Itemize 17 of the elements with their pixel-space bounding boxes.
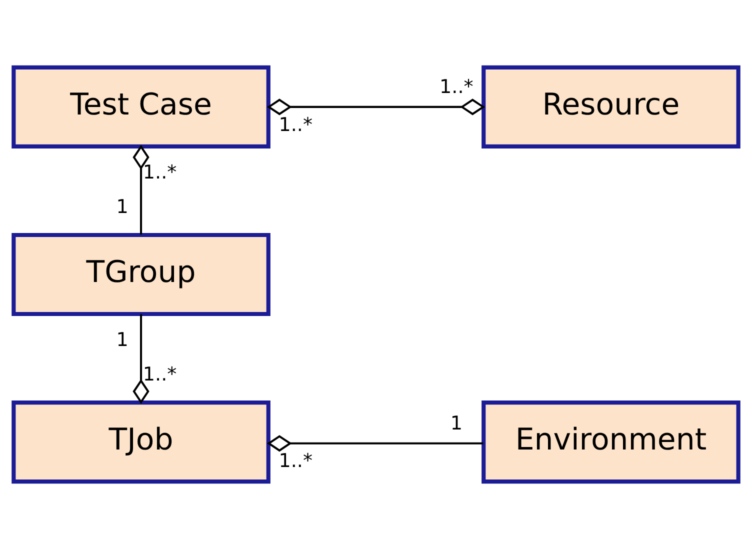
label: 1..* — [440, 76, 474, 98]
label: 1 — [116, 329, 128, 352]
label: 1 — [450, 412, 462, 435]
node-box: TJob — [12, 400, 270, 484]
connector — [132, 314, 150, 404]
connector — [266, 435, 484, 452]
node-box: Test Case — [12, 65, 270, 148]
label: 1..* — [142, 161, 177, 184]
label: 1..* — [278, 450, 312, 472]
node-box: TGroup — [12, 232, 270, 316]
node-box: Environment — [482, 400, 740, 484]
label: 1 — [116, 196, 128, 218]
label: 1..* — [278, 114, 312, 136]
connector — [132, 144, 150, 234]
node-box: Resource — [482, 65, 740, 148]
label: 1..* — [142, 363, 177, 386]
connector — [266, 98, 486, 116]
